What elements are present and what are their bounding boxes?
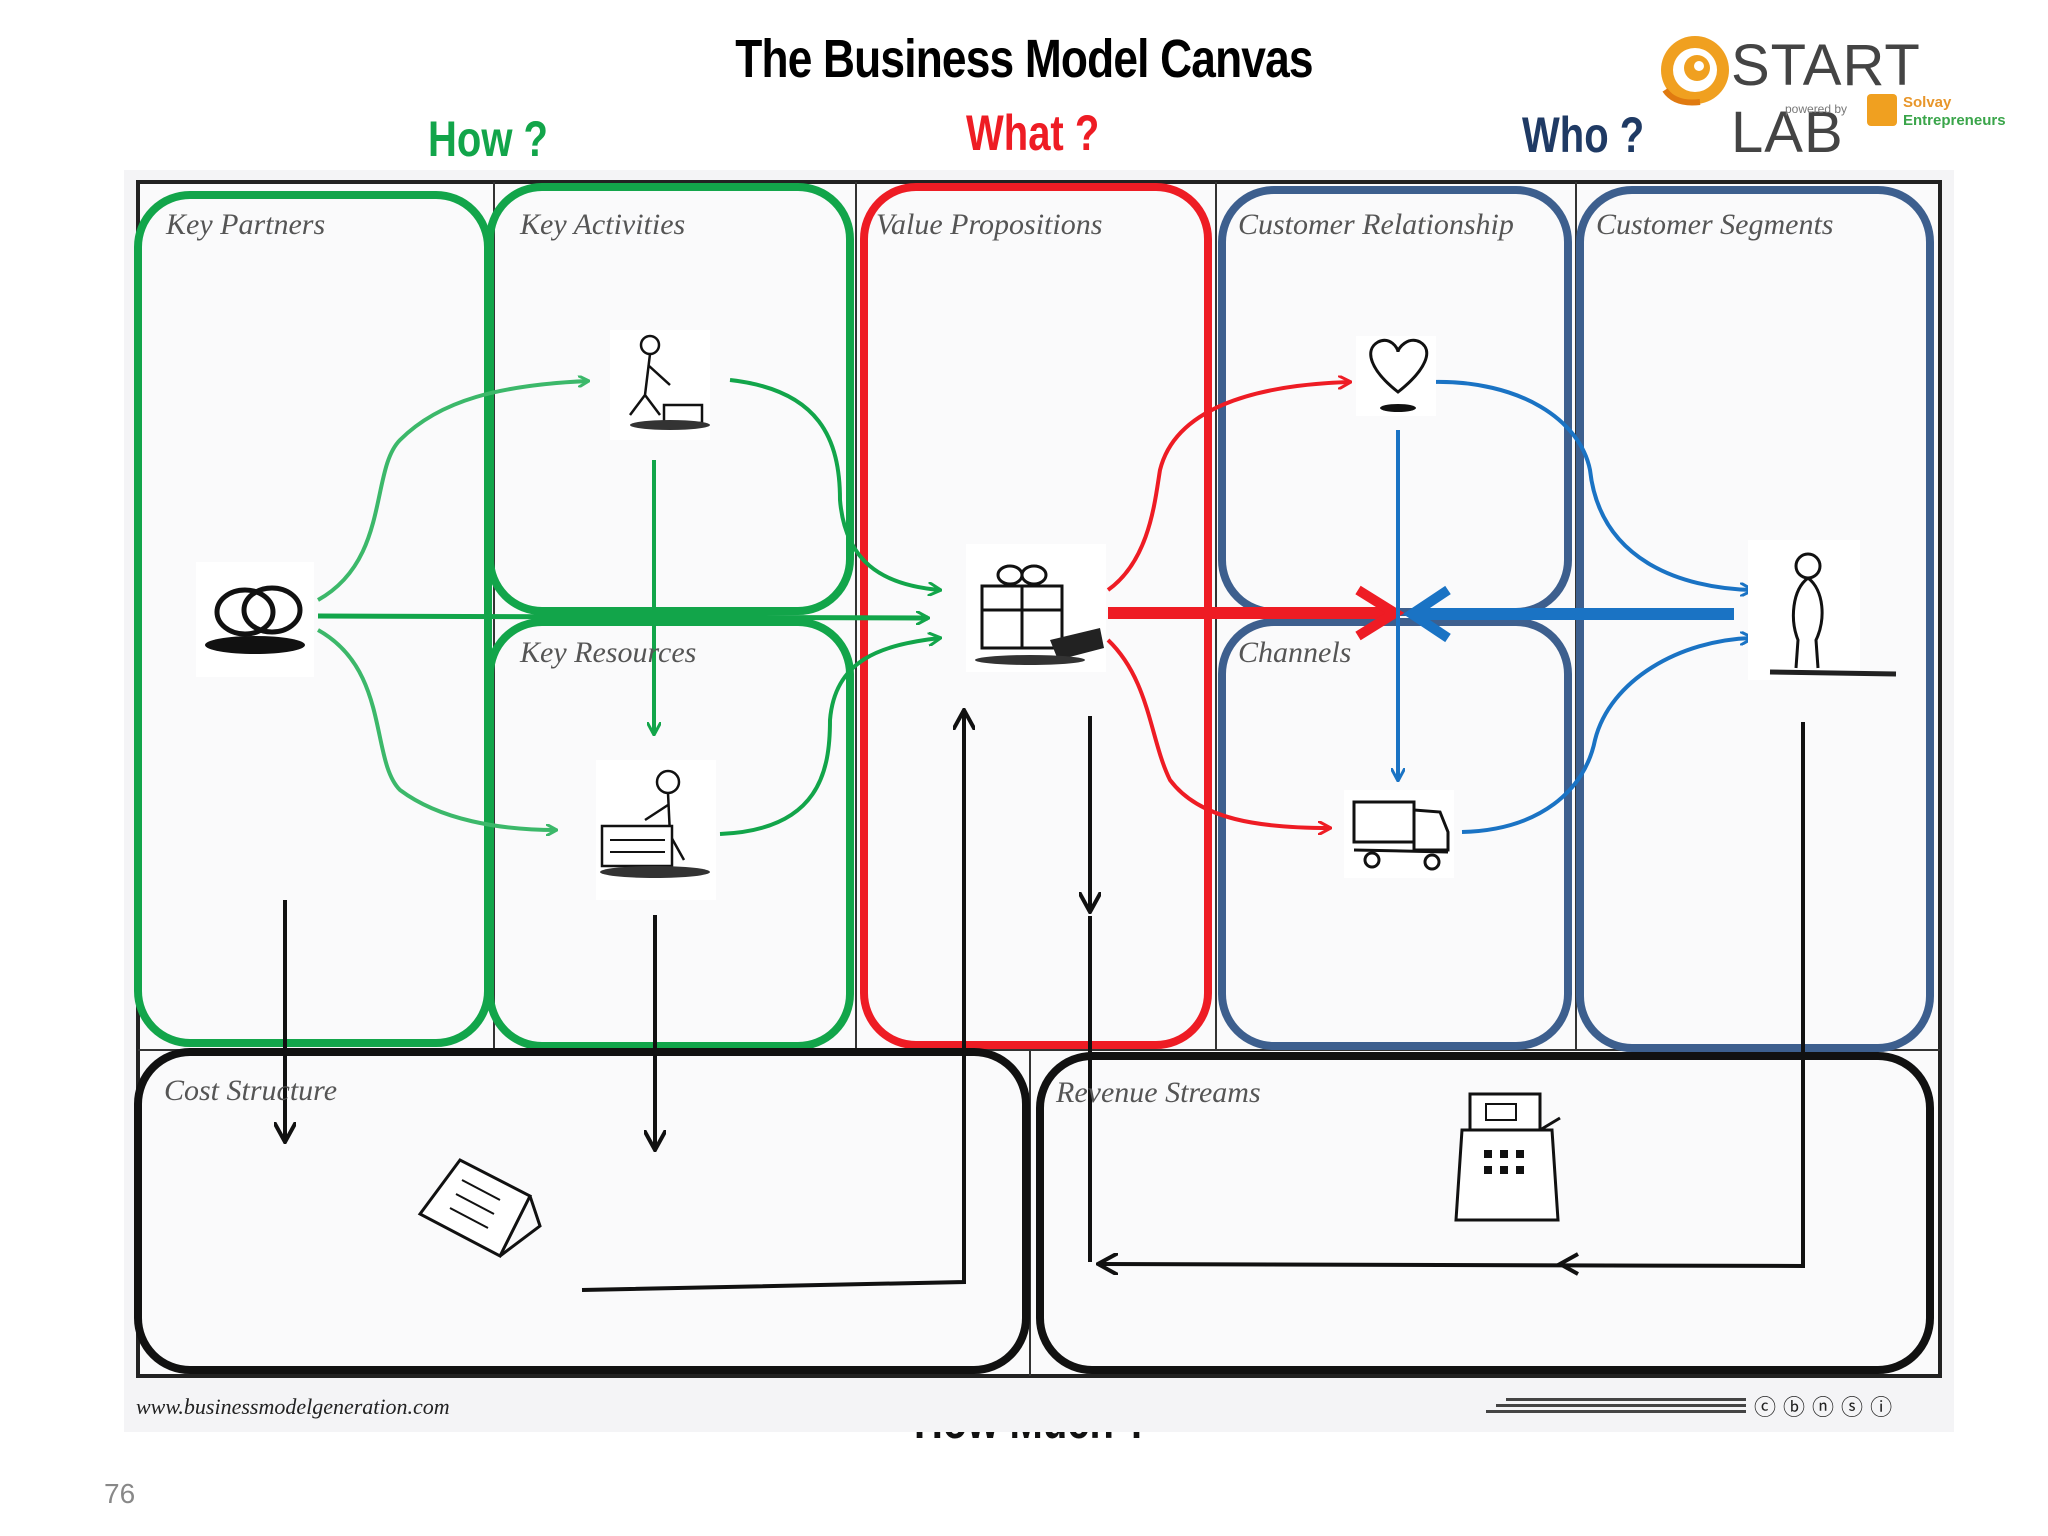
logo-school-line1: Solvay [1903,94,1952,111]
value-propositions-label: Value Propositions [876,208,1103,241]
logo-name: START LAB [1731,33,1920,165]
revenue-streams-region [1036,1052,1934,1374]
revenue-streams-label: Revenue Streams [1056,1076,1261,1109]
info-icon: ⓘ [1870,1396,1893,1421]
how-question: How ? [428,111,548,167]
start-lab-logo-icon [1661,36,1729,106]
blue-flows [1398,379,1752,834]
channels-region [1218,618,1572,1050]
solvay-icon [1867,94,1897,126]
customer-segments-label: Customer Segments [1596,208,1834,241]
cc-icon: ⓒ [1754,1396,1777,1421]
person-icon [1748,540,1897,680]
cash-register-icon [1454,1092,1561,1222]
start-lab-logo: START LAB powered by Solvay Entrepreneur… [1655,28,2025,165]
cost-structure-label: Cost Structure [164,1074,338,1107]
factory-worker-icon [596,760,716,900]
customer-relationship-label: Customer Relationship [1238,208,1514,241]
red-flows [1106,382,1405,828]
key-partners-label: Key Partners [166,208,326,241]
channels-label: Channels [1238,636,1352,669]
by-icon: ⓑ [1783,1396,1806,1421]
license-fine-print [1486,1396,1746,1416]
nc-icon: ⓝ [1812,1396,1835,1421]
heart-icon [1356,336,1436,416]
creative-commons-icons: ⓒ ⓑ ⓝ ⓢ ⓘ [1754,1390,1892,1422]
logo-school-line2: Entrepreneurs [1903,112,2006,129]
invoice-icon [417,1158,542,1259]
who-question: Who ? [1522,107,1645,163]
logo-powered-by: powered by [1785,102,1848,116]
green-flows [317,380,940,834]
page-number: 76 [104,1478,136,1509]
key-activities-region [486,183,854,615]
truck-icon [1344,790,1454,878]
key-resources-label: Key Resources [520,636,697,669]
worker-icon [610,330,710,440]
black-flows [285,712,1805,1292]
cost-structure-region [134,1048,1030,1374]
gift-icon [966,544,1106,672]
source-url: www.businessmodelgeneration.com [136,1394,450,1419]
what-question: What ? [966,105,1100,161]
rings-icon [196,562,314,677]
key-resources-region [486,618,854,1050]
key-activities-label: Key Activities [520,208,686,241]
sa-icon: ⓢ [1841,1396,1864,1421]
page-title: The Business Model Canvas [735,29,1313,89]
